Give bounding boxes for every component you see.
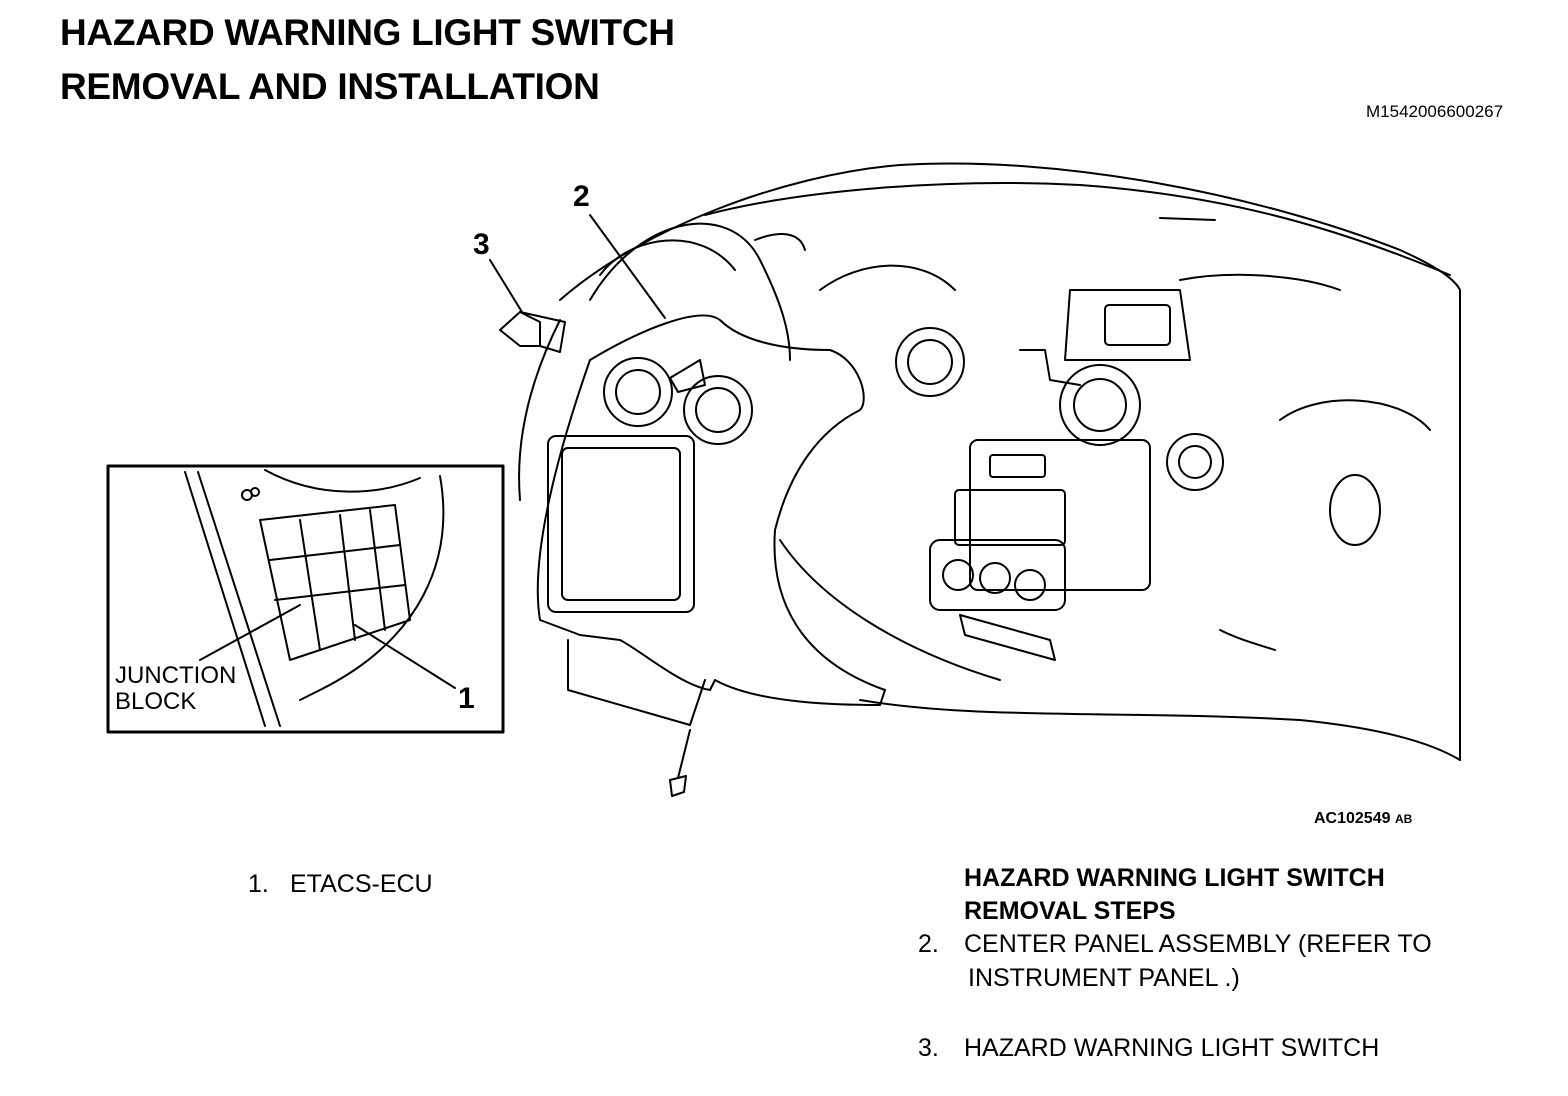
step-text: CENTER PANEL ASSEMBLY (REFER TO: [964, 930, 1432, 958]
figure-id-suffix: AB: [1394, 812, 1413, 826]
figure-id: AC102549 AB: [1314, 810, 1412, 828]
callout-1-leader: [354, 624, 456, 689]
climate-panel: [929, 539, 1066, 611]
callout-1: 1: [458, 682, 475, 715]
step-text-continued: INSTRUMENT PANEL .): [968, 964, 1240, 992]
callout-3-leader: [489, 259, 523, 313]
page-subtitle: REMOVAL AND INSTALLATION: [60, 66, 600, 107]
inset-label-line2: BLOCK: [115, 688, 197, 715]
page-title: HAZARD WARNING LIGHT SWITCH: [60, 12, 675, 53]
callout-2-leader: [589, 214, 666, 319]
inset-junction-block: [259, 504, 411, 661]
legend-num: 1.: [248, 870, 269, 898]
inset-label-line1: JUNCTION: [115, 662, 237, 689]
steps-heading-line2: REMOVAL STEPS: [964, 897, 1176, 925]
step-num: 3.: [918, 1034, 939, 1062]
steps-heading-line1: HAZARD WARNING LIGHT SWITCH: [964, 864, 1385, 892]
center-vent-left: [603, 357, 673, 427]
callout-3: 3: [473, 228, 490, 261]
step-num: 2.: [918, 930, 939, 958]
center-stack: [1064, 289, 1191, 361]
document-id: M1542006600267: [1366, 102, 1504, 121]
inset-frame: [106, 464, 505, 734]
inset-label-leader: [199, 604, 301, 661]
center-vent-right: [683, 375, 753, 445]
left-vent: [895, 327, 965, 397]
inset-label: JUNCTION BLOCK: [115, 663, 236, 715]
dashboard-outline: [559, 162, 1461, 301]
center-panel-display-opening: [547, 435, 695, 613]
legend-text: ETACS-ECU: [290, 870, 433, 898]
callout-2: 2: [573, 180, 590, 213]
screw: [669, 775, 687, 797]
center-panel-assembly: [536, 314, 886, 706]
steps-heading: HAZARD WARNING LIGHT SWITCH REMOVAL STEP…: [964, 862, 1385, 928]
right-vent: [1166, 433, 1224, 491]
steering-wheel: [589, 222, 791, 361]
step-text: HAZARD WARNING LIGHT SWITCH: [964, 1034, 1380, 1062]
figure-id-number: AC102549: [1314, 810, 1391, 827]
